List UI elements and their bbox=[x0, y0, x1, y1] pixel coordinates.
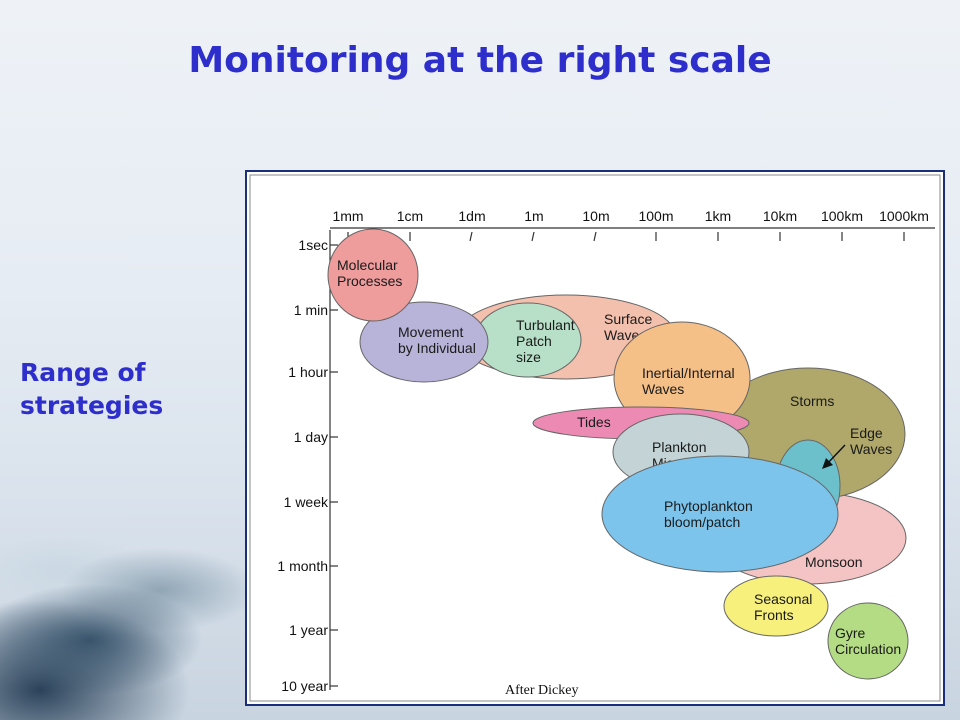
time-tick-label: 1 month bbox=[277, 558, 328, 574]
space-tick-label: 1km bbox=[705, 208, 731, 224]
space-tick-label: 1m bbox=[524, 208, 543, 224]
storms-label: Storms bbox=[790, 393, 834, 409]
inertial-waves-label: Inertial/Internal bbox=[642, 365, 735, 381]
space-tick-label: 1cm bbox=[397, 208, 423, 224]
phytoplankton-label: bloom/patch bbox=[664, 514, 740, 530]
phytoplankton-ellipse bbox=[601, 455, 839, 573]
molecular-processes-ellipse bbox=[327, 228, 419, 322]
phytoplankton-label: Phytoplankton bbox=[664, 498, 753, 514]
molecular-processes-label: Molecular bbox=[337, 257, 398, 273]
space-tick-label: 100km bbox=[821, 208, 863, 224]
space-axis-ticks: 1mm 1cm 1dm 1m 10m 100m 1km 10km 100km 1000km bbox=[332, 208, 929, 242]
slide-title: Monitoring at the right scale bbox=[188, 40, 772, 81]
turbulent-patch-label: Turbulant bbox=[516, 317, 575, 333]
seasonal-fronts-label: Seasonal bbox=[754, 591, 812, 607]
movement-individual-label: Movement bbox=[398, 324, 463, 340]
space-tick-label: 1dm bbox=[458, 208, 485, 224]
space-tick-label: 10m bbox=[582, 208, 609, 224]
plankton-migration-label: Plankton bbox=[652, 439, 706, 455]
time-tick-label: 1 min bbox=[294, 302, 328, 318]
monsoon-label: Monsoon bbox=[805, 554, 863, 570]
turbulent-patch-label: size bbox=[516, 349, 541, 365]
time-tick-label: 10 year bbox=[281, 678, 328, 694]
movement-individual-label: by Individual bbox=[398, 340, 476, 356]
side-label: Range of strategies bbox=[20, 356, 163, 422]
time-tick-label: 1 year bbox=[289, 622, 328, 638]
edge-waves-arrow bbox=[822, 444, 846, 469]
axes bbox=[329, 227, 935, 690]
time-tick-label: 1 hour bbox=[288, 364, 328, 380]
gyre-circulation-label: Circulation bbox=[835, 641, 901, 657]
time-tick-label: 1 week bbox=[284, 494, 329, 510]
time-axis-ticks: 1sec 1 min 1 hour 1 day 1 week 1 month 1 year 1… bbox=[277, 237, 338, 694]
space-tick-label: 1000km bbox=[879, 208, 929, 224]
space-tick-mark bbox=[469, 231, 473, 242]
arrow-head bbox=[822, 458, 833, 469]
time-tick-label: 1sec bbox=[298, 237, 328, 253]
edge-waves-label: Edge bbox=[850, 425, 883, 441]
seasonal-fronts-label: Fronts bbox=[754, 607, 794, 623]
side-label-line-1: Range of bbox=[20, 358, 146, 387]
space-tick-label: 10km bbox=[763, 208, 797, 224]
molecular-processes-label: Processes bbox=[337, 273, 402, 289]
gyre-circulation-label: Gyre bbox=[835, 625, 866, 641]
turbulent-patch-label: Patch bbox=[516, 333, 552, 349]
movement-individual-ellipse bbox=[359, 301, 489, 383]
inertial-waves-label: Waves bbox=[642, 381, 684, 397]
surface-waves-label: Surface bbox=[604, 311, 652, 327]
gyre-circulation-ellipse bbox=[827, 602, 909, 680]
inner-frame bbox=[249, 174, 941, 702]
space-tick-mark bbox=[593, 231, 597, 242]
space-tick-mark bbox=[531, 231, 535, 242]
space-tick-label: 100m bbox=[638, 208, 673, 224]
time-tick-label: 1 day bbox=[294, 429, 328, 445]
credit-text: After Dickey bbox=[505, 683, 578, 698]
edge-waves-label: Waves bbox=[850, 441, 892, 457]
space-tick-label: 1mm bbox=[332, 208, 363, 224]
seasonal-fronts-ellipse bbox=[723, 575, 829, 637]
tides-label: Tides bbox=[577, 414, 611, 430]
side-label-line-2: strategies bbox=[20, 391, 164, 420]
